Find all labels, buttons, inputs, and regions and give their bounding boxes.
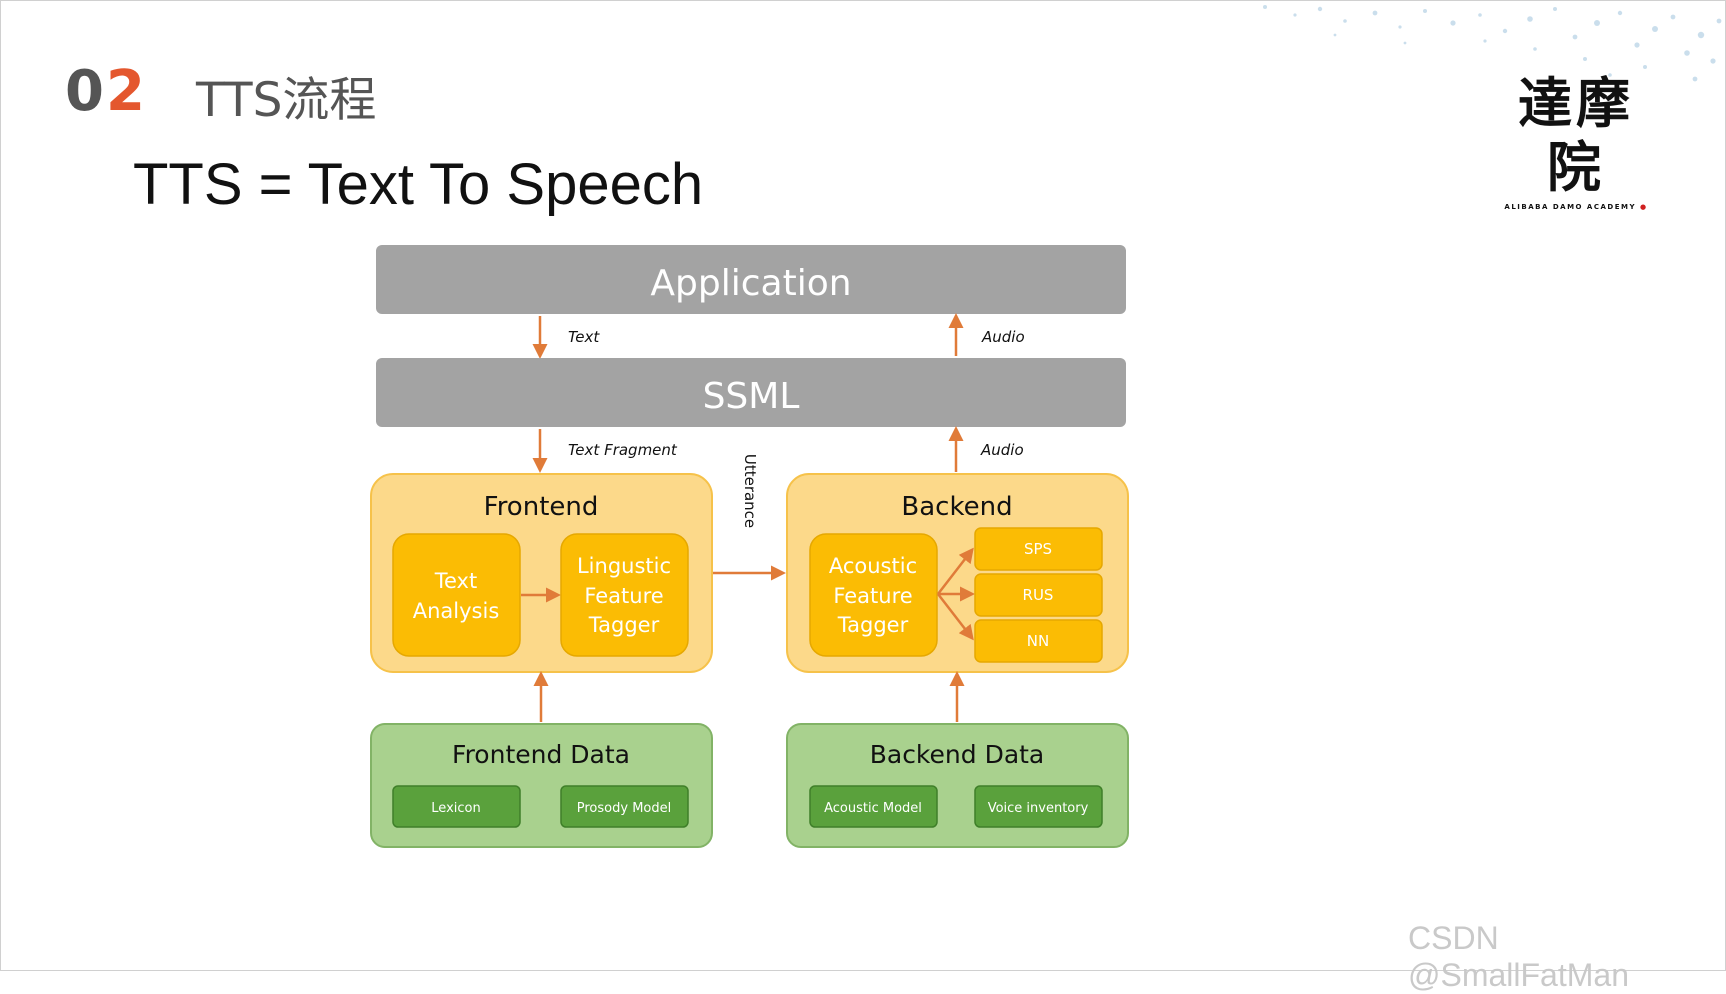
sps-box: [974, 527, 1103, 571]
arrow-to-sps: [937, 547, 974, 595]
nn-label: NN: [1027, 632, 1049, 650]
acoustic-line-3: Tagger: [837, 613, 909, 637]
rus-label: RUS: [1023, 586, 1054, 604]
csdn-watermark: CSDN @SmallFatMan: [1408, 920, 1629, 993]
arrow-audio-mid-label: Audio: [980, 441, 1024, 459]
frontend-data-title: Frontend Data: [452, 740, 630, 769]
damo-academy-logo: 達摩院 ALIBABA DAMO ACADEMY ●: [1491, 71, 1661, 211]
text-analysis-line-1: Text: [434, 569, 477, 593]
tts-diagram: Application Text Audio SSML Text Fragmen…: [370, 245, 1129, 848]
section-number: 02: [65, 59, 147, 124]
utterance-label: Utterance: [741, 454, 759, 528]
slide-heading: TTS = Text To Speech: [133, 152, 704, 217]
acoustic-model-label: Acoustic Model: [824, 801, 922, 816]
lingustic-line-1: Lingustic: [577, 554, 671, 578]
application-bar: [376, 245, 1126, 314]
logo-text: 達摩院: [1518, 71, 1634, 199]
lexicon-box: [392, 785, 521, 828]
section-title: TTS流程: [196, 73, 377, 128]
acoustic-feature-tagger-box: [809, 533, 938, 657]
acoustic-line-1: Acoustic: [829, 554, 917, 578]
ssml-bar: [376, 358, 1126, 427]
lingustic-line-2: Feature: [584, 584, 663, 608]
voice-inventory-label: Voice inventory: [988, 801, 1089, 816]
lingustic-feature-tagger-box: [560, 533, 689, 657]
section-number-accent: 2: [105, 59, 147, 124]
backend-data-title: Backend Data: [870, 740, 1045, 769]
acoustic-line-2: Feature: [833, 584, 912, 608]
prosody-model-label: Prosody Model: [577, 801, 671, 816]
ssml-label: SSML: [703, 376, 800, 417]
backend-title: Backend: [901, 492, 1012, 522]
text-analysis-line-2: Analysis: [413, 599, 500, 623]
arrow-audio-top-label: Audio: [981, 328, 1025, 346]
application-label: Application: [650, 263, 851, 304]
nn-box: [974, 619, 1103, 663]
logo-subtext: ALIBABA DAMO ACADEMY ●: [1504, 203, 1648, 211]
arrow-to-nn: [937, 593, 974, 641]
arrow-text-label: Text: [568, 328, 600, 346]
prosody-model-box: [560, 785, 689, 828]
frontend-title: Frontend: [484, 492, 599, 522]
lingustic-line-3: Tagger: [588, 613, 660, 637]
decorative-dots: [1263, 5, 1722, 82]
text-analysis-box: [392, 533, 521, 657]
arrow-text-fragment-label: Text Fragment: [568, 441, 678, 459]
sps-label: SPS: [1024, 540, 1052, 558]
acoustic-model-box: [809, 785, 938, 828]
voice-inventory-box: [974, 785, 1103, 828]
rus-box: [974, 573, 1103, 617]
lexicon-label: Lexicon: [431, 801, 480, 816]
